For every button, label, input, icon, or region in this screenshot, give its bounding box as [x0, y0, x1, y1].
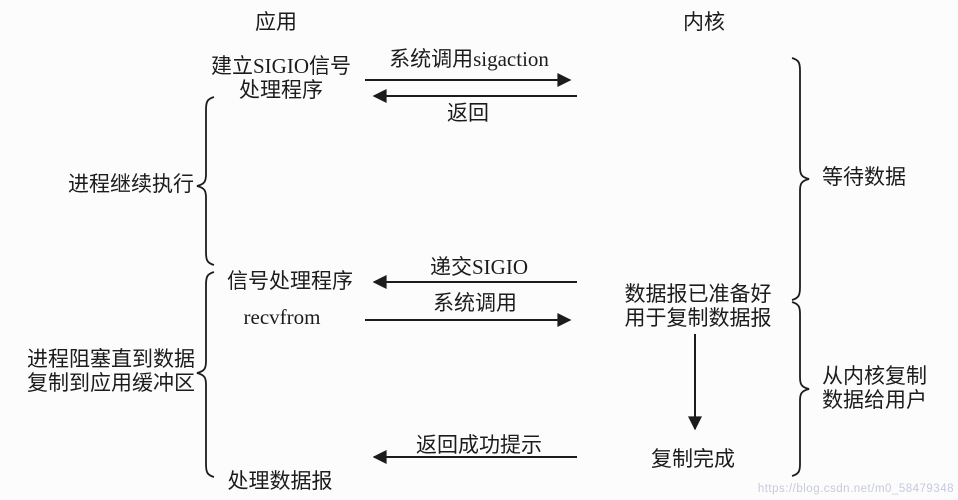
arrow-label-return: 返回: [447, 101, 489, 125]
step-recvfrom: recvfrom: [243, 305, 321, 329]
step-datagram-ready: 数据报已准备好 用于复制数据报: [625, 282, 772, 330]
step-setup-sigio-line1: 建立SIGIO信号: [211, 54, 351, 78]
brace-label-process-continues: 进程继续执行: [68, 172, 194, 196]
brace-process-continues: [196, 96, 215, 266]
brace-label-copy-from-kernel: 从内核复制 数据给用户: [822, 364, 927, 412]
step-copy-complete: 复制完成: [651, 447, 735, 471]
arrow-label-return-success: 返回成功提示: [416, 433, 542, 457]
brace-label-copy-from-kernel-line2: 数据给用户: [822, 388, 927, 413]
brace-process-blocks: [196, 271, 215, 478]
arrow-label-sigaction: 系统调用sigaction: [389, 47, 549, 71]
brace-label-process-blocks: 进程阻塞直到数据 复制到应用缓冲区: [27, 347, 195, 395]
header-kernel: 内核: [683, 10, 725, 34]
brace-copy-from-kernel: [791, 301, 810, 477]
header-application: 应用: [255, 10, 297, 34]
step-datagram-ready-line2: 用于复制数据报: [624, 306, 772, 331]
arrow-label-system-call: 系统调用: [433, 291, 517, 315]
step-process-datagram: 处理数据报: [227, 469, 333, 493]
csdn-watermark: https://blog.csdn.net/m0_58479348: [757, 483, 954, 495]
arrow-label-deliver-sigio: 递交SIGIO: [430, 255, 528, 279]
brace-wait-for-data: [791, 57, 810, 301]
brace-label-wait-for-data: 等待数据: [822, 165, 906, 189]
step-datagram-ready-line1: 数据报已准备好: [624, 282, 772, 306]
step-setup-sigio-handler: 建立SIGIO信号 处理程序: [211, 54, 351, 102]
step-signal-handler: 信号处理程序: [227, 269, 353, 293]
step-setup-sigio-line2: 处理程序: [239, 78, 323, 103]
brace-label-copy-from-kernel-line1: 从内核复制: [822, 364, 927, 388]
brace-label-process-blocks-line1: 进程阻塞直到数据: [27, 347, 195, 371]
brace-label-process-blocks-line2: 复制到应用缓冲区: [27, 371, 195, 396]
